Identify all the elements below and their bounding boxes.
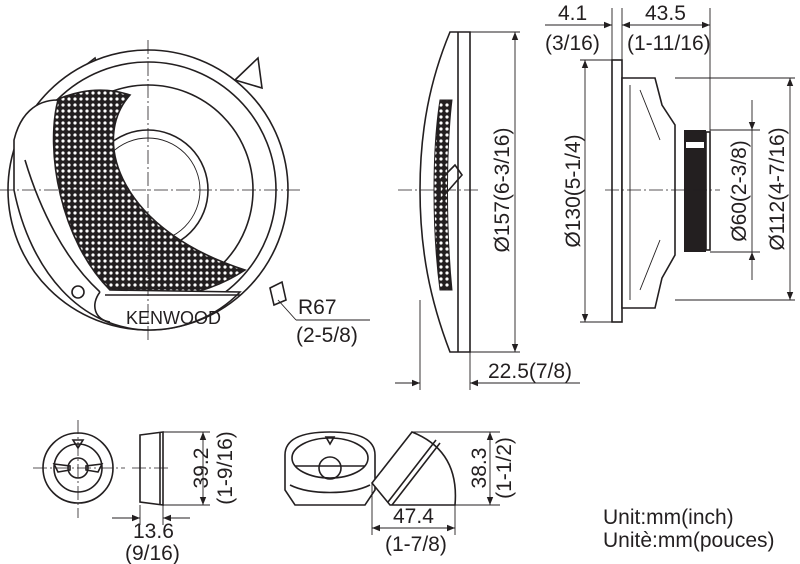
- flush-height-inch-label: (1-9/16): [214, 431, 237, 505]
- angled-tweeter: 38.3 (1-1/2) 47.4 (1-7/8): [284, 431, 516, 556]
- magnet-diameter-label: Ø60(2-3/8): [728, 140, 751, 242]
- side-diameter-label: Ø157(6-3/16): [491, 128, 514, 253]
- radius-inch-label: (2-5/8): [296, 324, 358, 347]
- unit-note-english: Unit:mm(inch): [603, 506, 734, 529]
- flush-depth-inch-label: (9/16): [125, 542, 180, 564]
- side-depth-label: 22.5(7/8): [488, 360, 572, 383]
- angled-width-label: 47.4: [393, 505, 434, 528]
- flange-label: 4.1: [558, 2, 587, 25]
- flush-height-label: 39.2: [190, 448, 213, 489]
- flush-depth-label: 13.6: [133, 520, 174, 543]
- magnet: [684, 130, 706, 252]
- basket-diameter-label: Ø112(4-7/16): [766, 127, 789, 250]
- angled-height-label: 38.3: [468, 448, 491, 489]
- kenwood-logo: KENWOOD: [126, 308, 221, 328]
- profile-view: 4.1 (3/16) 43.5 (1-11/16) Ø130(5-1/4) Ø6…: [545, 2, 795, 323]
- front-view: KENWOOD R67 (2-5/8): [0, 40, 370, 347]
- depth-inch-label: (1-11/16): [627, 32, 711, 55]
- depth-label: 43.5: [645, 2, 686, 25]
- cutout-diameter-label: Ø130(5-1/4): [562, 134, 585, 247]
- unit-note-french: Unitè:mm(pouces): [603, 529, 775, 552]
- flange-inch-label: (3/16): [545, 32, 600, 55]
- flush-tweeter: 39.2 (1-9/16) 13.6 (9/16): [33, 420, 237, 564]
- side-view: Ø157(6-3/16) 22.5(7/8): [395, 31, 580, 390]
- angled-width-inch-label: (1-7/8): [385, 533, 447, 556]
- angled-height-inch-label: (1-1/2): [493, 437, 516, 499]
- radius-label: R67: [298, 296, 337, 319]
